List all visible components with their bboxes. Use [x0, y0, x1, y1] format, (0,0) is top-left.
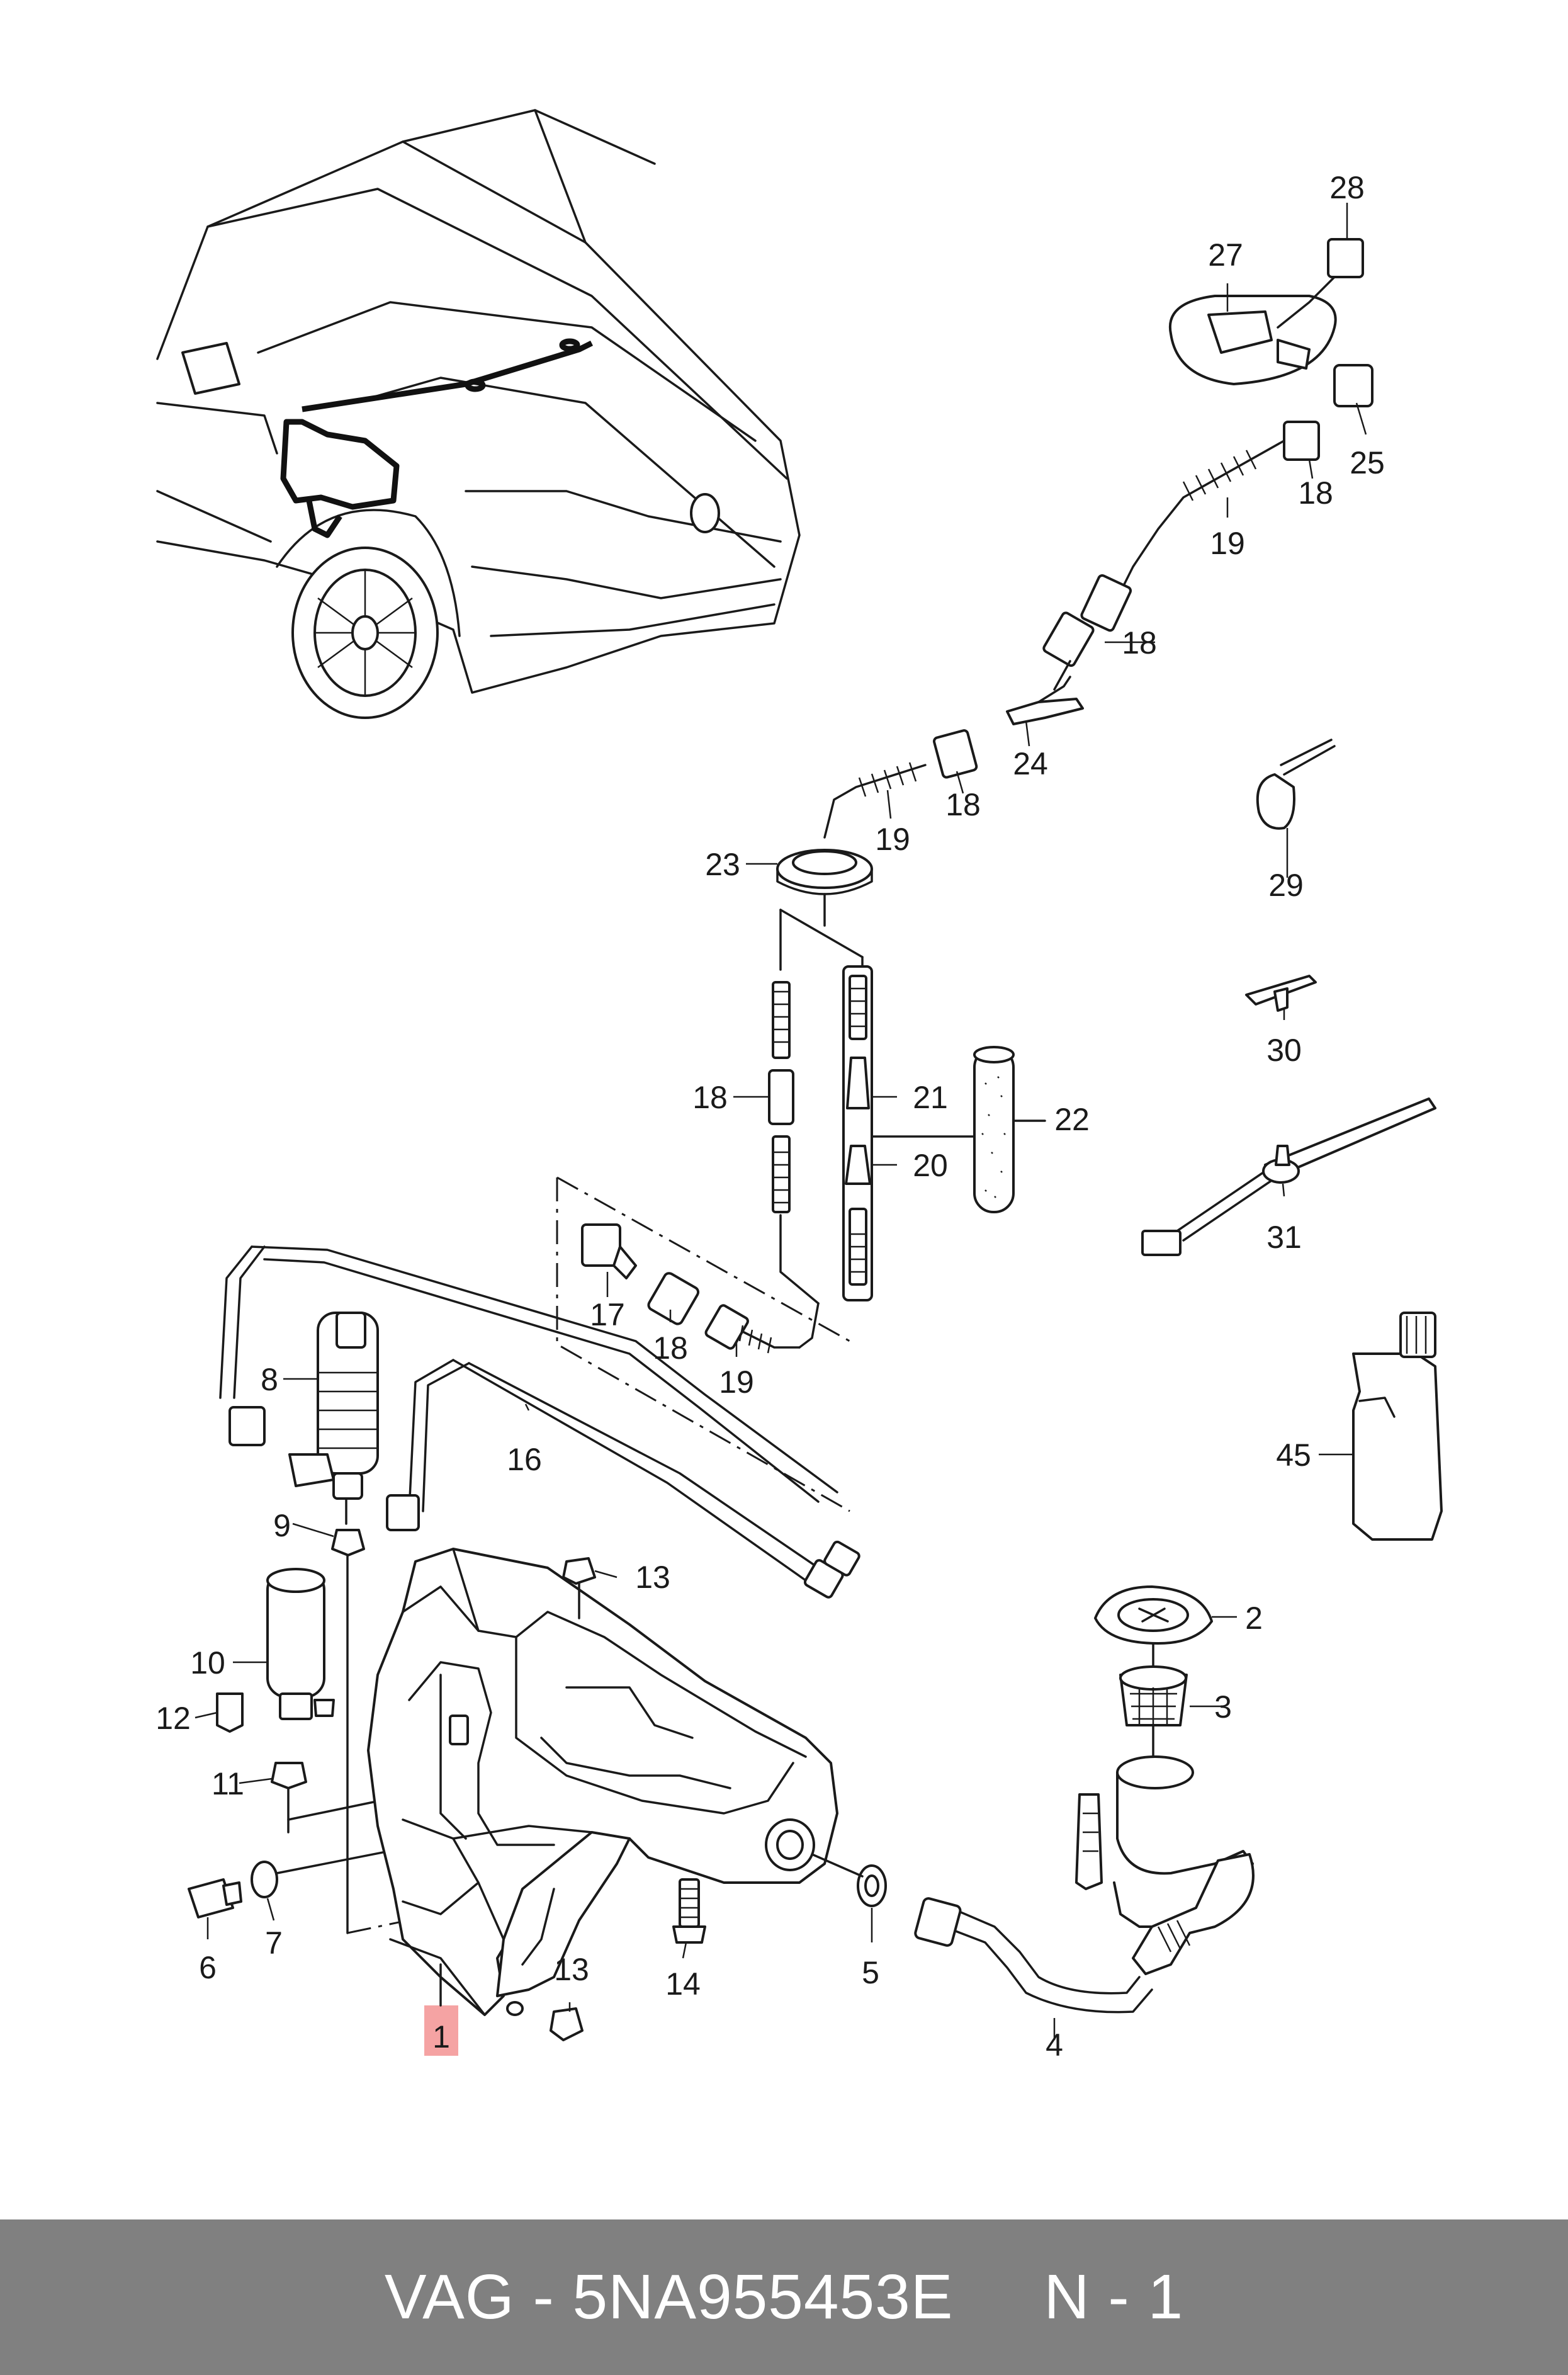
vehicle-illustration: [156, 109, 801, 719]
callout-14: 14: [665, 1966, 701, 2002]
callout-45: 45: [1276, 1437, 1311, 1473]
callout-18-b: 18: [1122, 625, 1157, 660]
callout-29: 29: [1268, 868, 1304, 903]
part-number-footer: VAG - 5NA955453E N - 1: [0, 2219, 1568, 2375]
nozzle-assembly: [1006, 238, 1373, 725]
callout-11: 11: [212, 1766, 244, 1801]
washer-reservoir: [367, 1548, 838, 2056]
callout-5: 5: [862, 1955, 879, 1990]
callout-3: 3: [1214, 1689, 1232, 1725]
callout-22: 22: [1054, 1102, 1090, 1137]
callout-19-b: 19: [875, 822, 910, 857]
leader-lines: [195, 203, 1367, 2040]
filler-neck: [811, 1585, 1255, 2014]
callout-12: 12: [155, 1701, 191, 1736]
callout-18-a: 18: [1298, 475, 1333, 511]
callout-20: 20: [913, 1148, 948, 1183]
callout-labels: 28 27 25 18 19 18 24 18 19 23 29 30 18 2…: [155, 170, 1385, 2063]
callout-10: 10: [190, 1645, 225, 1681]
washer-hose-and-pump: [188, 1245, 860, 1934]
callout-25: 25: [1350, 445, 1385, 480]
callout-8: 8: [261, 1362, 278, 1397]
hose-detail: [768, 965, 1046, 1305]
callout-2: 2: [1245, 1601, 1263, 1636]
callout-27: 27: [1208, 237, 1243, 273]
callout-9: 9: [273, 1508, 291, 1543]
part-number-text: VAG - 5NA955453E N - 1: [384, 2262, 1184, 2332]
callout-19-a: 19: [1210, 526, 1245, 561]
callout-30: 30: [1266, 1033, 1302, 1068]
callout-6: 6: [199, 1950, 217, 1985]
callout-18-c: 18: [945, 787, 981, 822]
callout-7: 7: [265, 1925, 283, 1961]
hose-lower: [556, 1176, 850, 1512]
callout-13-b: 13: [554, 1952, 589, 1987]
callout-24: 24: [1013, 746, 1048, 781]
callout-21: 21: [913, 1080, 948, 1115]
callout-31: 31: [1266, 1220, 1302, 1255]
callout-18-d: 18: [692, 1080, 728, 1115]
parts-diagram: 28 27 25 18 19 18 24 18 19 23 29 30 18 2…: [155, 109, 1443, 2063]
callout-18-e: 18: [653, 1330, 688, 1366]
callout-23: 23: [705, 847, 740, 882]
hose-run-upper: [776, 729, 978, 971]
callout-4: 4: [1046, 2027, 1063, 2063]
callout-28: 28: [1329, 170, 1365, 205]
callout-19-c: 19: [719, 1364, 754, 1400]
callout-13-a: 13: [635, 1560, 670, 1595]
clips-and-fluid: [1141, 739, 1443, 1541]
callout-17: 17: [590, 1297, 625, 1332]
callout-16: 16: [507, 1442, 542, 1477]
callout-1: 1: [432, 2019, 450, 2055]
